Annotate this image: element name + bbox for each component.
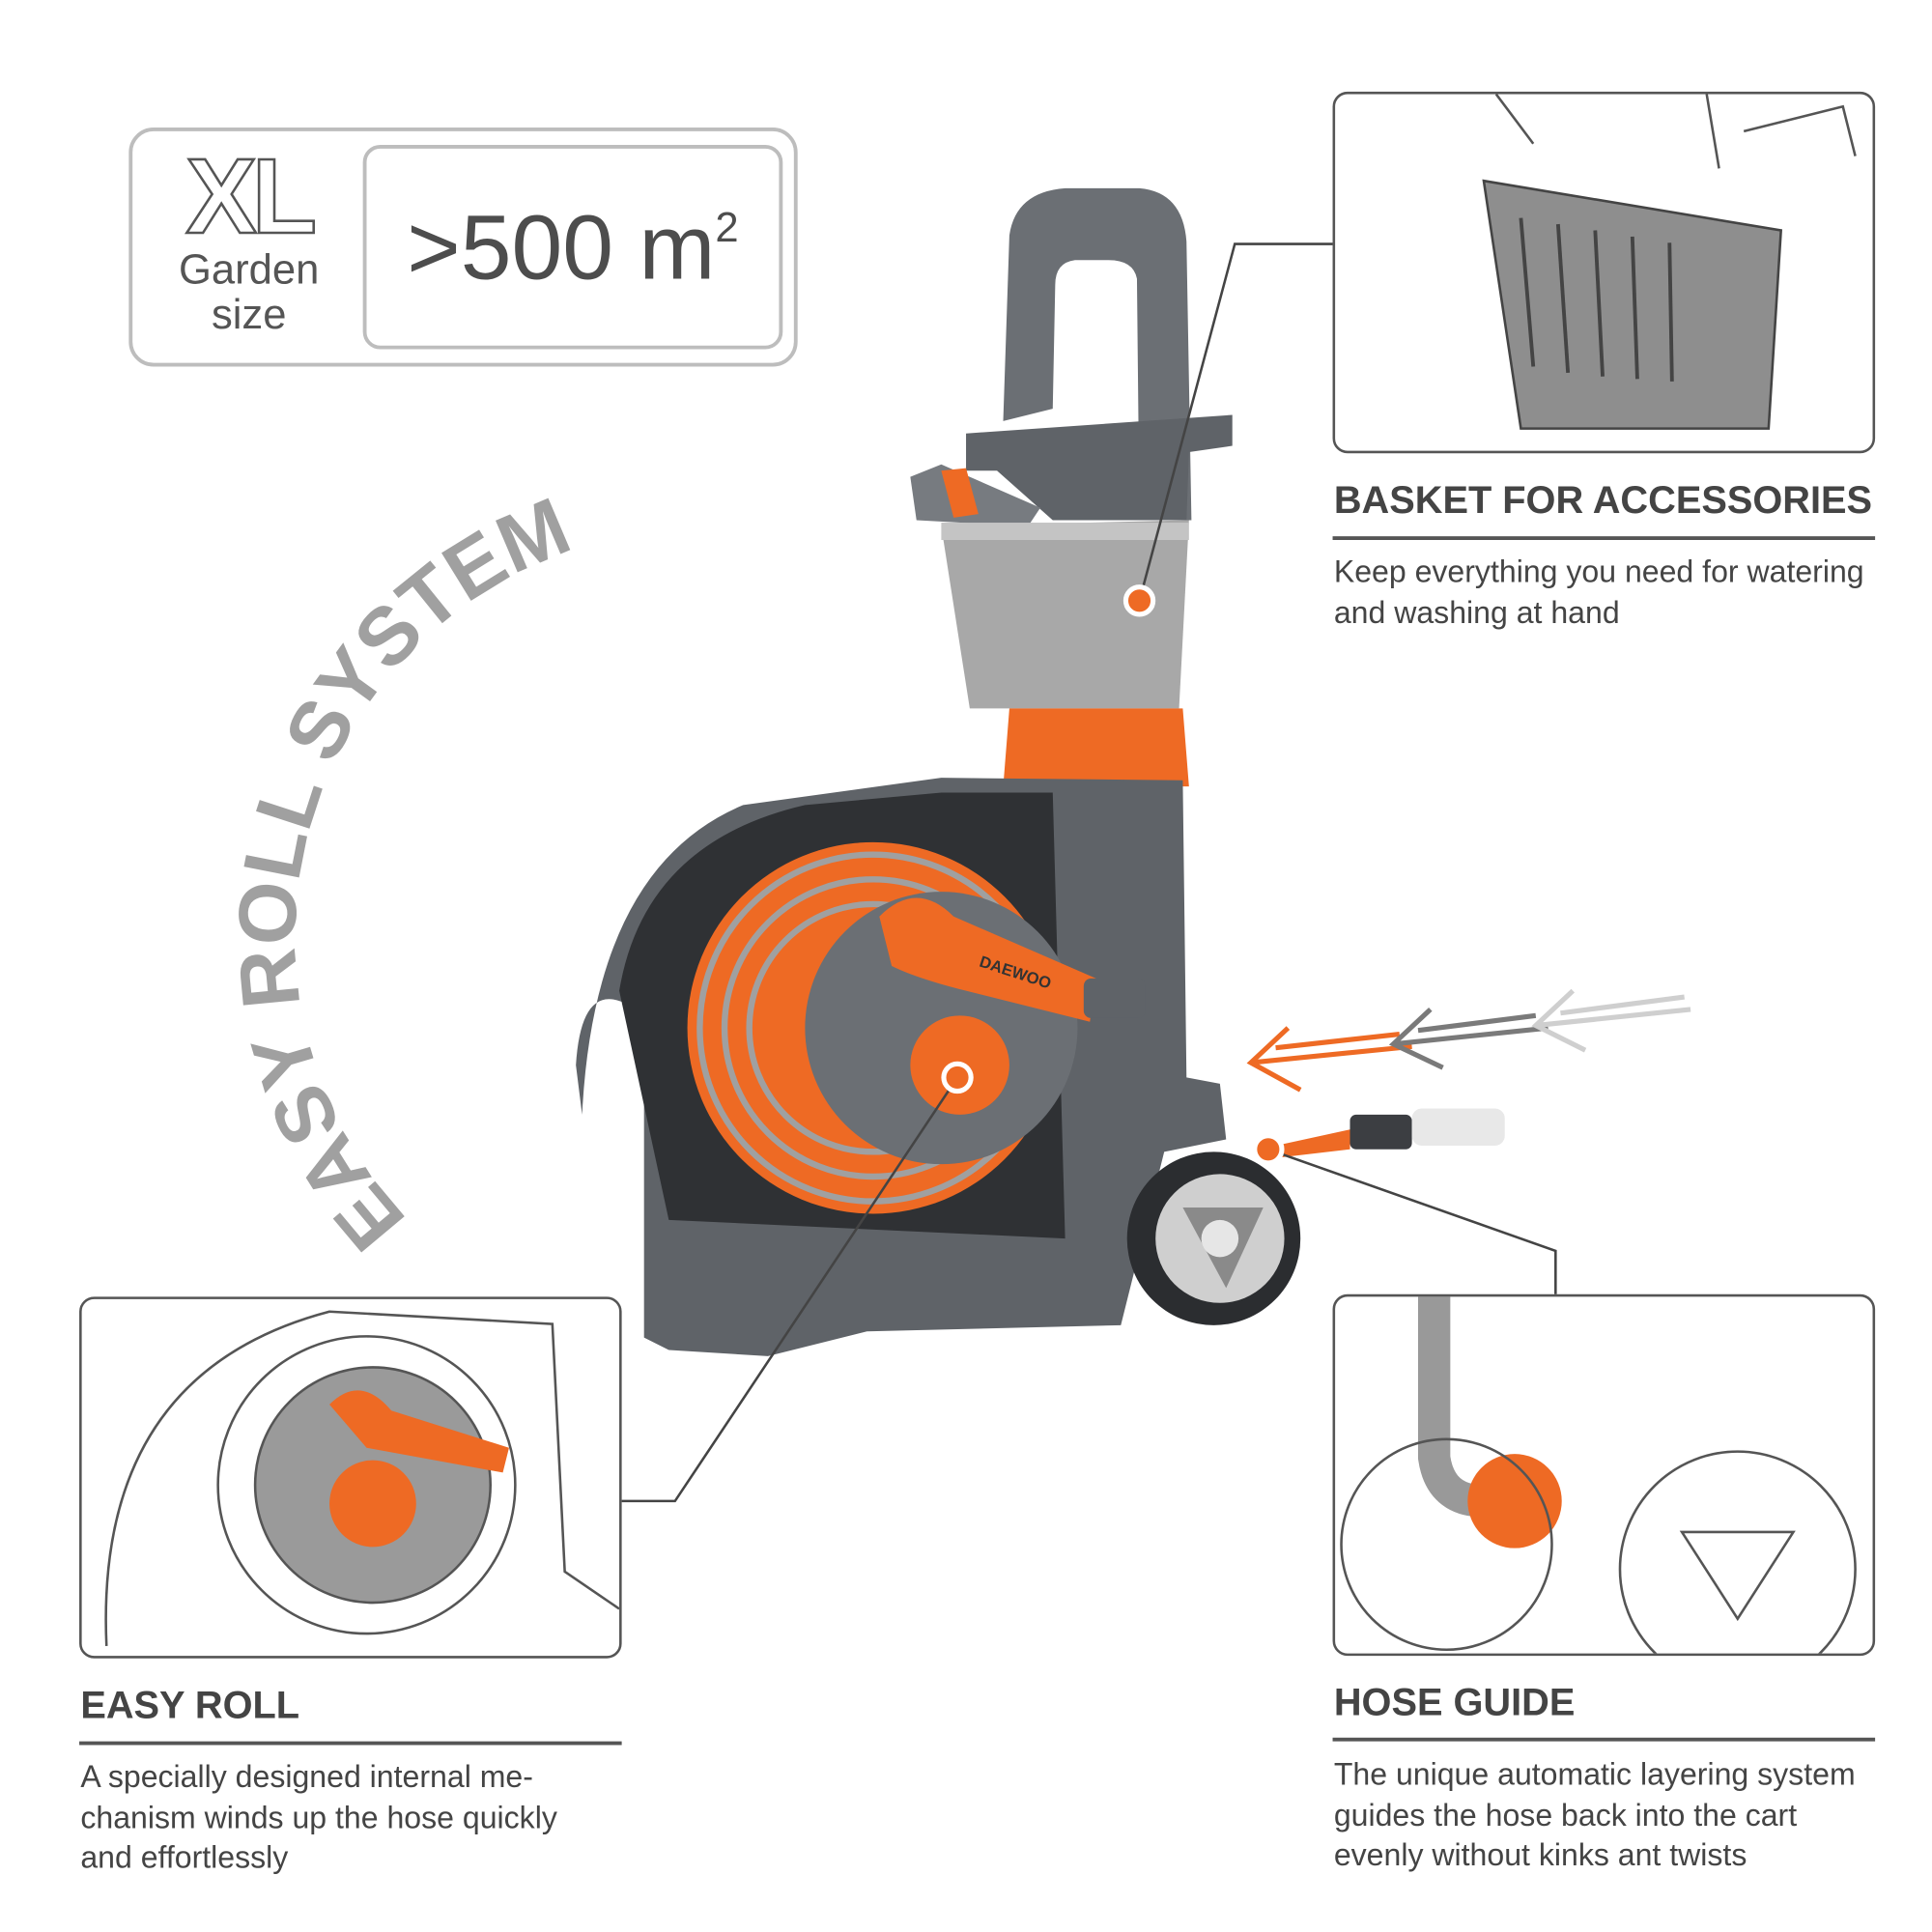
easy-roll-title: EASY ROLL bbox=[80, 1683, 300, 1727]
basket-title: BASKET FOR ACCESSORIES bbox=[1333, 477, 1873, 522]
callout-lines bbox=[621, 242, 1557, 1503]
easy-roll-description: A specially designed internal me-chanism… bbox=[80, 1759, 557, 1876]
crank-handle bbox=[879, 897, 1096, 1022]
hose-guide-title: HOSE GUIDE bbox=[1333, 1680, 1576, 1724]
size-label: size bbox=[211, 291, 287, 339]
callout-dots bbox=[941, 584, 1285, 1166]
divider bbox=[1332, 536, 1876, 540]
area-box: >500 m2 bbox=[362, 145, 783, 350]
size-class-label: XL bbox=[185, 137, 318, 257]
hose-guide-detail-image bbox=[1332, 1293, 1876, 1657]
divider bbox=[1332, 1737, 1876, 1742]
easy-roll-detail-image bbox=[79, 1296, 622, 1659]
direction-arrows bbox=[1246, 988, 1691, 1093]
spray-nozzle bbox=[910, 464, 1040, 526]
hose-end bbox=[1275, 1129, 1350, 1158]
garden-label: Garden bbox=[179, 246, 320, 294]
easy-roll-system-arc-text: EASY ROLL SYSTEM bbox=[220, 479, 582, 1268]
divider bbox=[79, 1741, 622, 1746]
garden-size-label: Garden size bbox=[146, 247, 352, 336]
accessory-basket bbox=[941, 520, 1189, 709]
basket-detail-image bbox=[1332, 91, 1876, 454]
area-value: >500 m2 bbox=[407, 195, 739, 298]
garden-size-badge bbox=[128, 128, 798, 367]
